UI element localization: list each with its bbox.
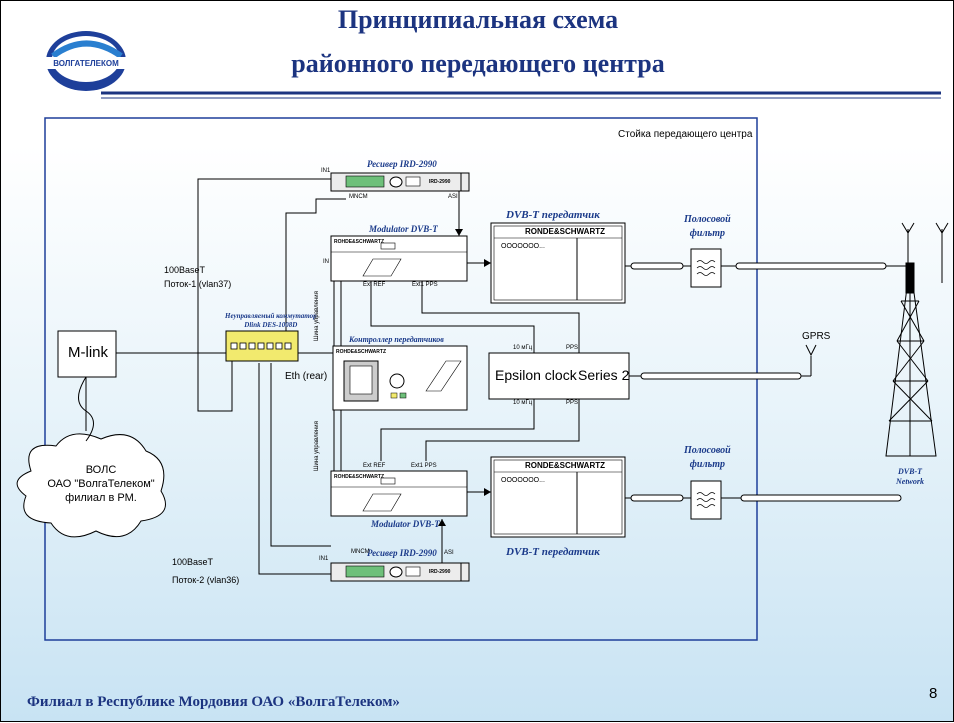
transmitter-bottom-device (490, 456, 626, 538)
transmitter-top-dots: OOOOOOO... (501, 243, 545, 250)
modulator-bottom-brand: ROHDE&SCHWARTZ (334, 474, 384, 480)
transmitter-top-brand: RONDE&SCHWARTZ (525, 227, 605, 236)
filter-top-device (690, 248, 722, 288)
mlink-box (57, 330, 117, 378)
receiver-bottom-mncm: MNCM (351, 549, 370, 555)
feeders (630, 262, 902, 502)
cloud-line2: ОАО "ВолгаТелеком" (47, 478, 155, 490)
modulator-bottom-ext-ref: Ext REF (363, 463, 386, 469)
wiring (116, 178, 943, 575)
page-number: 8 (929, 685, 938, 702)
filter-top-label: Полосовой фильтр (684, 213, 731, 241)
switch-line1: Неуправляемый коммутатор (225, 312, 317, 320)
clock-mhz-top: 10 мГц (513, 345, 533, 351)
receiver-top-device (330, 172, 470, 192)
network-line2: Network (896, 477, 924, 486)
modulator-top-ext-pps: Ext1 PPS (412, 282, 438, 288)
clock-mhz-bottom: 10 мГц (513, 400, 533, 406)
receiver-bottom-in: IN1 (319, 556, 329, 562)
rack-label: Стойка передающего центра (618, 129, 753, 140)
gprs-label: GPRS (802, 331, 831, 342)
clock-device (488, 352, 630, 400)
switch-label: Неуправляемый коммутатор Dlink DES-1008D (225, 312, 317, 330)
footer-text: Филиал в Республике Мордовия ОАО «ВолгаТ… (27, 694, 400, 710)
controller-label: Контроллер передатчиков (349, 335, 444, 344)
receiver-top-mncm: MNCM (349, 194, 368, 200)
filter-top-line2: фильтр (689, 228, 725, 239)
network-label: DVB-T Network (896, 467, 924, 487)
modulator-bottom-ext-pps: Ext1 PPS (411, 463, 437, 469)
controller-device (332, 345, 468, 411)
receiver-top-model: IRD-2990 (429, 179, 451, 185)
modulator-top-device (330, 235, 468, 282)
antenna-icons (805, 222, 949, 357)
transmitter-top-device (490, 222, 626, 304)
receiver-top-in: IN1 (321, 168, 331, 174)
link2-line1: 100BaseT (172, 557, 214, 567)
logo-text: ВОЛГАТЕЛЕКОМ (53, 59, 119, 68)
arrow-heads (438, 229, 491, 526)
transmitter-top-label: DVB-T передатчик (506, 209, 600, 221)
filter-top-line1: Полосовой (684, 214, 731, 225)
switch-line2: Dlink DES-1008D (244, 321, 298, 329)
switch-device (225, 330, 299, 362)
page-title-line2: районного передающего центра (291, 49, 665, 78)
transmitter-bottom-label: DVB-T передатчик (506, 546, 600, 558)
modulator-top-ext-ref: Ext REF (363, 282, 386, 288)
eth-rear-label: Eth (rear) (285, 371, 328, 382)
link2-label: 100BaseT Поток-2 (vlan36) (172, 553, 239, 589)
modulator-top-in: IN (323, 259, 329, 265)
receiver-bottom-asi: ASI (444, 550, 454, 556)
filter-bottom-line1: Полосовой (684, 445, 731, 456)
filter-bottom-device (690, 480, 722, 520)
network-line1: DVB-T (898, 467, 922, 476)
modulator-bottom-label: Modulator DVB-T (371, 519, 440, 529)
clock-pps-top: PPS (566, 345, 579, 351)
clock-pps-bottom: PPS (566, 400, 579, 406)
tower-icon (885, 262, 937, 457)
controller-brand: ROHDE&SCHWARTZ (336, 349, 386, 355)
mlink-label: M-link (68, 344, 108, 361)
clock-series: Series 2 (578, 367, 630, 383)
filter-bottom-label: Полосовой фильтр (684, 444, 731, 472)
receiver-top-asi: ASI (448, 194, 458, 200)
modulator-top-brand: ROHDE&SCHWARTZ (334, 239, 384, 245)
transmitter-bottom-dots: OOOOOOO... (501, 477, 545, 484)
cloud-line1: ВОЛС (85, 464, 117, 476)
transmitter-bottom-brand: RONDE&SCHWARTZ (525, 461, 605, 470)
page-title-line1: Принципиальная схема (337, 5, 619, 34)
receiver-top-label: Ресивер IRD-2990 (367, 159, 437, 169)
clock-name: Epsilon clock (495, 367, 577, 383)
modulator-top-label: Modulator DVB-T (369, 224, 438, 234)
receiver-bottom-label: Ресивер IRD-2990 (367, 548, 437, 558)
link1-line2: Поток-1 (vlan37) (164, 279, 232, 289)
link2-line2: Поток-2 (vlan36) (172, 575, 240, 585)
link1-label: 100BaseT Поток-1 (vlan37) (164, 263, 231, 291)
link1-line1: 100BaseT (164, 265, 206, 275)
cloud-label: ВОЛС ОАО "ВолгаТелеком" филиал в РМ. (46, 463, 156, 505)
bus-label-top: Шина управления (314, 291, 320, 341)
fiber-cloud (16, 433, 166, 538)
bus-label-bottom: Шина управления (314, 421, 320, 471)
receiver-bottom-device (330, 562, 470, 582)
volgatelecom-logo: ВОЛГАТЕЛЕКОМ (45, 31, 127, 91)
receiver-bottom-model: IRD-2990 (429, 569, 451, 575)
filter-bottom-line2: фильтр (689, 459, 725, 470)
modulator-bottom-device (330, 470, 468, 517)
cloud-line3: филиал в РМ. (65, 492, 137, 504)
